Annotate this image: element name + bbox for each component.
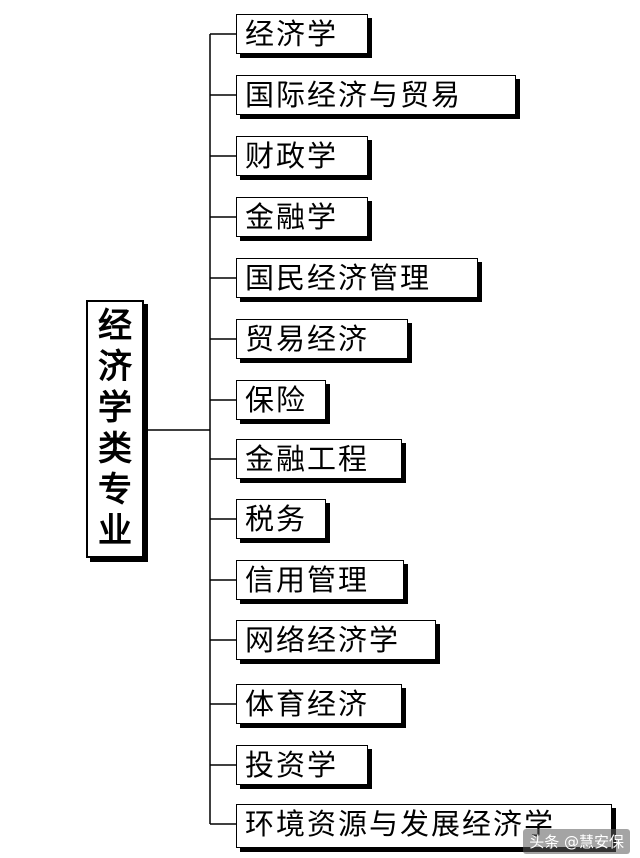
root-node: 经 济 学 类 专 业 — [86, 300, 144, 558]
major-node-credit-management: 信用管理 — [236, 560, 404, 600]
watermark: 头条 @慧安保 — [523, 829, 630, 854]
major-node-taxation: 税务 — [236, 499, 326, 539]
major-node-finance: 金融学 — [236, 197, 368, 237]
major-node-financial-engineering: 金融工程 — [236, 439, 402, 479]
root-node-char: 业 — [98, 511, 132, 551]
root-node-char: 济 — [98, 347, 132, 387]
major-node-public-finance: 财政学 — [236, 136, 368, 176]
major-node-international-trade: 国际经济与贸易 — [236, 75, 516, 115]
major-node-national-economic-management: 国民经济管理 — [236, 258, 478, 298]
major-node-environment-resources-development-economics: 环境资源与发展经济学 — [236, 804, 612, 848]
root-node-char: 类 — [98, 429, 132, 469]
major-node-insurance: 保险 — [236, 380, 326, 420]
major-node-sports-economics: 体育经济 — [236, 684, 402, 724]
root-node-char: 学 — [98, 388, 132, 428]
major-node-network-economics: 网络经济学 — [236, 620, 436, 660]
major-node-investment: 投资学 — [236, 745, 368, 785]
root-node-char: 经 — [98, 306, 132, 346]
major-node-trade-economics: 贸易经济 — [236, 319, 408, 359]
root-node-char: 专 — [98, 470, 132, 510]
major-node-economics: 经济学 — [236, 14, 368, 54]
